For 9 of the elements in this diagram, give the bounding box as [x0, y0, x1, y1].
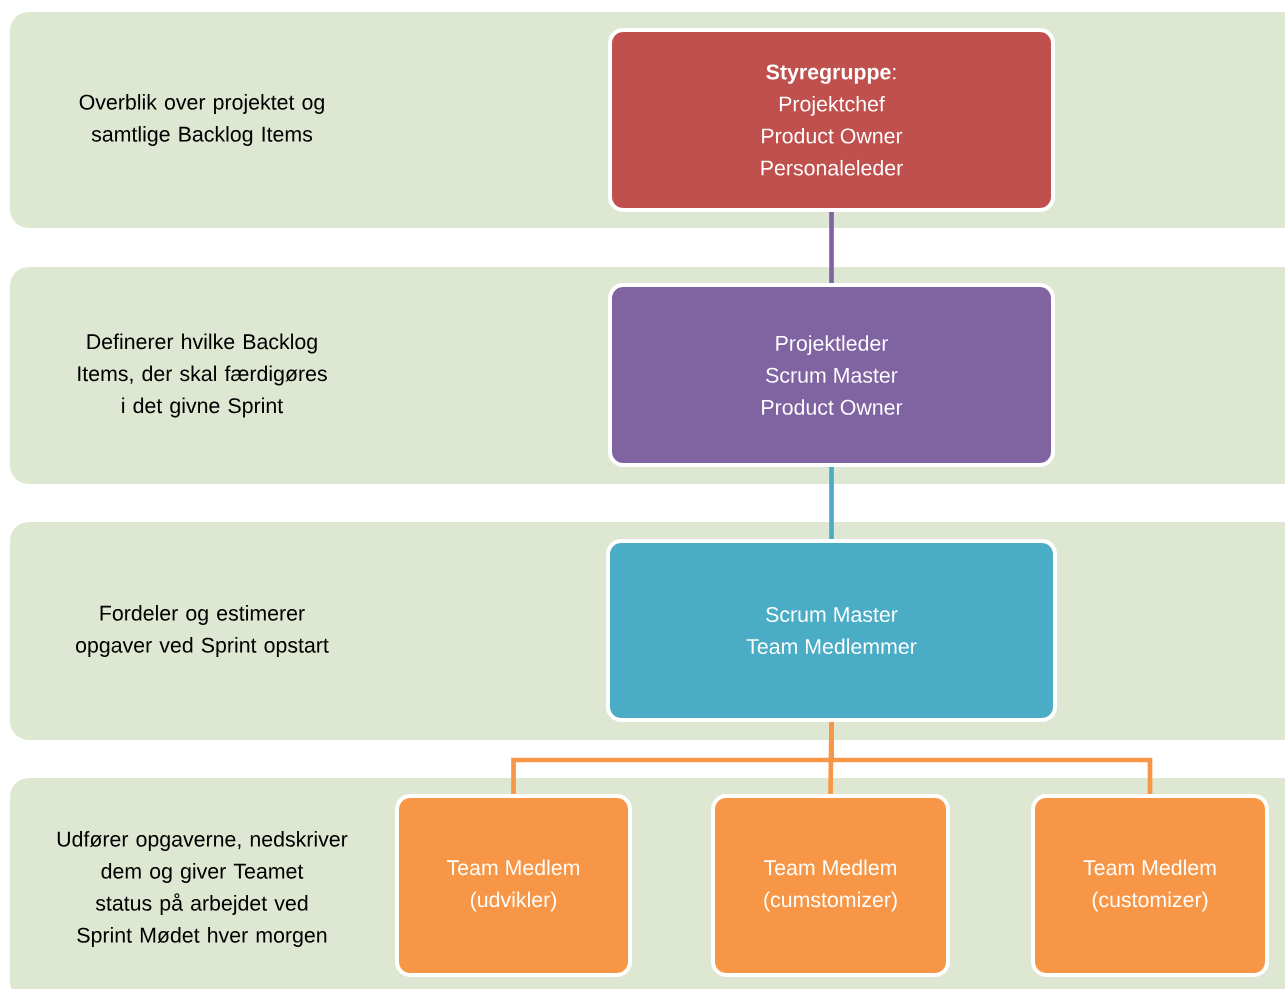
connector-line: [829, 467, 834, 539]
role-box: Team Medlem (udvikler): [395, 794, 632, 977]
role-box: Scrum Master Team Medlemmer: [606, 539, 1057, 722]
role-box: Team Medlem (customizer): [1031, 794, 1269, 977]
connector-line: [829, 722, 1153, 794]
role-box: Styregruppe: Projektchef Product Owner Personaleleder: [608, 28, 1055, 212]
role-box: Projektleder Scrum Master Product Owner: [608, 283, 1055, 467]
connector-line: [829, 212, 834, 283]
role-box: Team Medlem (cumstomizer): [711, 794, 950, 977]
